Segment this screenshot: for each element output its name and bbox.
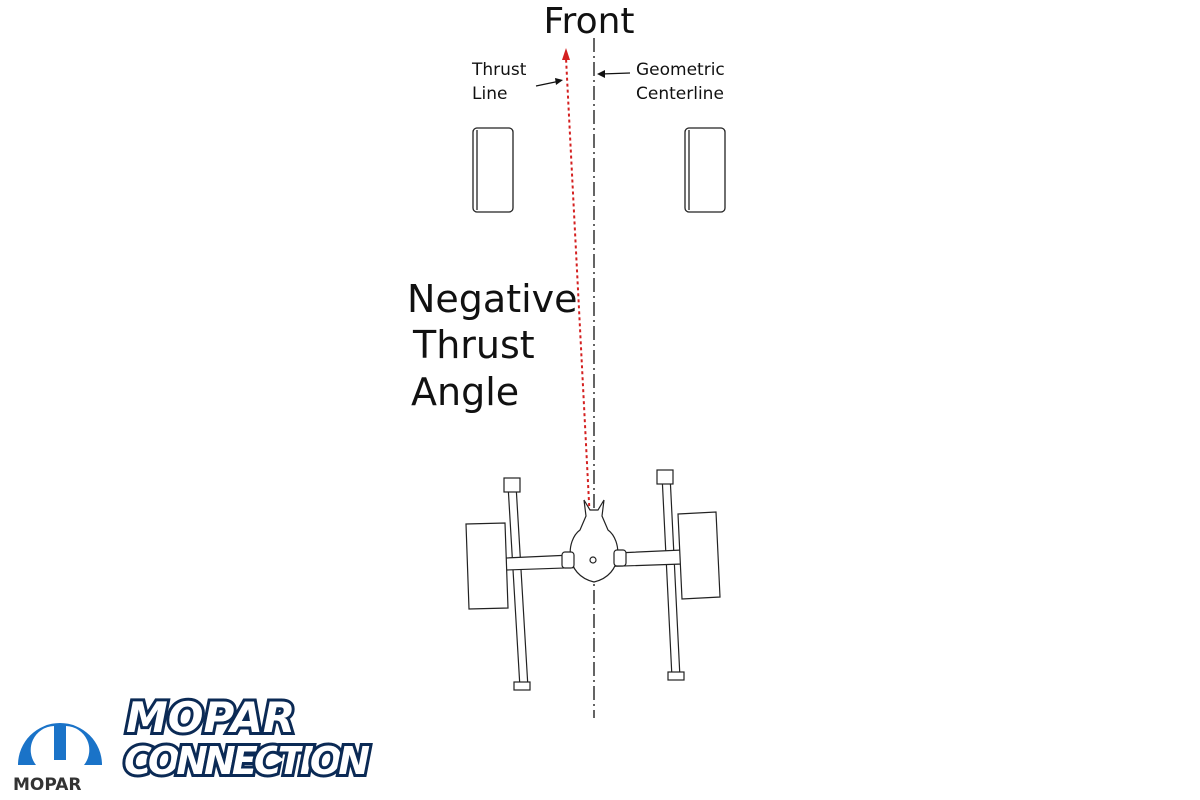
mopar-m-emblem [18, 723, 102, 765]
rear-axle-assembly [465, 469, 721, 691]
right-leaf-spring [661, 474, 681, 679]
angle-label-2: Thrust [412, 323, 535, 367]
centerline-pointer-arrow [600, 72, 631, 75]
thrust-line-label-2: Line [472, 84, 507, 104]
diff-left-flange [561, 551, 575, 569]
front-right-tire [684, 127, 726, 213]
centerline-pointer-arrowhead [597, 70, 605, 78]
thrust-pointer-arrowhead [555, 78, 563, 85]
differential-housing [569, 499, 619, 583]
left-spring-hanger [503, 477, 521, 493]
rear-right-tire [677, 511, 721, 600]
diff-right-flange [613, 549, 627, 567]
front-left-tire [472, 127, 514, 213]
mopar-brand-text: MOPAR [13, 775, 82, 795]
rear-left-tire [465, 522, 509, 610]
centerline-label-1: Geometric [636, 60, 725, 80]
left-spring-shackle [513, 681, 531, 691]
logo-title-line1: MOPAR [126, 693, 295, 742]
logo-title-line2: CONNECTION [124, 739, 370, 783]
centerline-label-2: Centerline [636, 84, 724, 104]
angle-label-3: Angle [411, 370, 519, 414]
mopar-logo: MOPAR [13, 723, 102, 795]
thrust-line-label-1: Thrust [471, 60, 527, 80]
diff-center [589, 556, 597, 564]
left-leaf-spring [507, 484, 529, 689]
front-label: Front [543, 1, 634, 42]
right-spring-hanger [656, 469, 674, 485]
angle-label-1: Negative [407, 277, 578, 321]
front-tires [472, 127, 726, 213]
thrust-line-arrowhead [562, 48, 570, 60]
right-spring-shackle [667, 671, 685, 681]
mopar-connection-logo: MOPAR CONNECTION [121, 690, 373, 786]
